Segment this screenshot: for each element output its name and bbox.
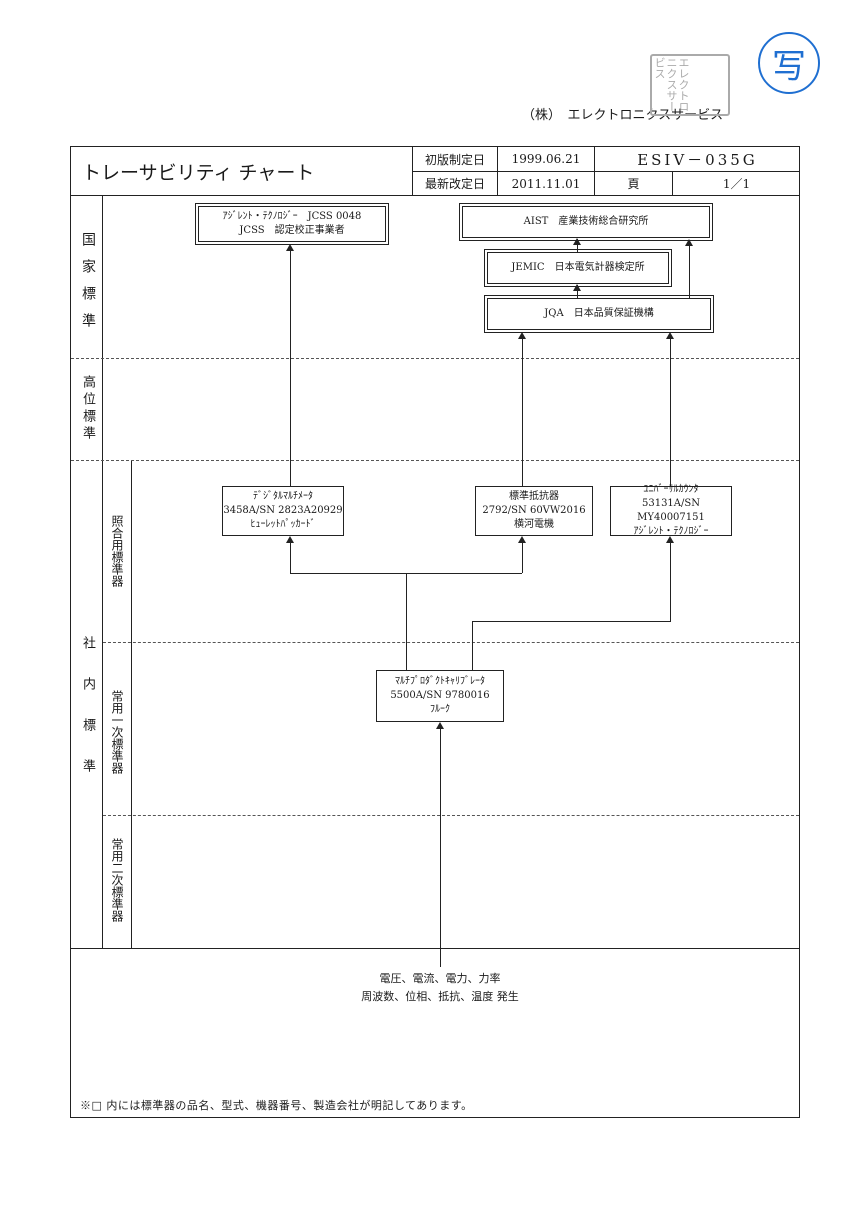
separator-bottom-area (71, 948, 800, 949)
box-jqa: JQA 日本品質保証機構 (487, 298, 711, 330)
resistor-line1: 標準抵抗器 (509, 491, 559, 502)
separator-national-higher (71, 358, 799, 359)
header-divider (70, 195, 800, 196)
arrow-dmm (286, 536, 294, 543)
label-secondary-standard: 常用二次標準器 (110, 838, 124, 922)
page-number: 1／1 (722, 177, 751, 191)
company-seal: エレクトロニクスサービス (650, 54, 730, 116)
header-row-split (412, 171, 800, 172)
box-digital-multimeter: ﾃﾞｼﾞﾀﾙﾏﾙﾁﾒｰﾀ 3458A/SN 2823A20929 ﾋｭｰﾚｯﾄﾊ… (222, 486, 344, 536)
arrow-resistor (518, 536, 526, 543)
calibrator-line1: ﾏﾙﾁﾌﾟﾛﾀﾞｸﾄｷｬﾘﾌﾞﾚｰﾀ (395, 676, 485, 687)
counter-line1: ﾕﾆﾊﾞｰｻﾙｶｳﾝﾀ (643, 484, 699, 495)
copy-stamp: 写 (758, 32, 820, 94)
aist-line1: AIST 産業技術総合研究所 (523, 216, 649, 227)
arrow-aist-from-jemic (573, 238, 581, 245)
agilent-jcss-line2: JCSS 認定校正事業者 (239, 225, 345, 236)
connector-resistor-jqa (522, 337, 523, 486)
copy-stamp-text: 写 (772, 46, 806, 87)
connector-calibrator-branch (406, 573, 407, 670)
dmm-line3: ﾋｭｰﾚｯﾄﾊﾟｯｶｰﾄﾞ (250, 519, 316, 530)
footnote: ※□ 内には標準器の品名、型式、機器番号、製造会社が明記してあります。 (80, 1099, 473, 1112)
arrow-counter (666, 536, 674, 543)
arrow-jemic-from-jqa (573, 284, 581, 291)
sublabel-col-divider (131, 460, 132, 948)
jqa-line1: JQA 日本品質保証機構 (544, 308, 654, 319)
separator-primary-secondary (103, 815, 799, 816)
arrow-calibrator (436, 722, 444, 729)
connector-jemic-aist (577, 239, 578, 252)
connector-to-resistor (522, 541, 523, 573)
seal-text: エレクトロニクスサービス (653, 57, 690, 112)
connector-calibrator-counter-up (472, 621, 473, 670)
output-functions-line1: 電圧、電流、電力、力率 (379, 972, 501, 985)
connector-branch-horizontal (290, 573, 522, 574)
connector-jqa-aist (689, 240, 690, 298)
dmm-line1: ﾃﾞｼﾞﾀﾙﾏﾙﾁﾒｰﾀ (253, 491, 313, 502)
resistor-line2: 2792/SN 60VW2016 (482, 505, 586, 516)
first-issue-label: 初版制定日 (424, 152, 485, 167)
connector-to-dmm (290, 541, 291, 573)
label-in-house-standard: 社内標準 (80, 636, 95, 800)
connector-output-calibrator (440, 727, 441, 967)
arrow-jqa-from-counter (666, 332, 674, 339)
resistor-line3: 横河電機 (514, 519, 554, 530)
connector-counter-jqa (670, 337, 671, 486)
separator-reference-primary (103, 642, 799, 643)
box-universal-counter: ﾕﾆﾊﾞｰｻﾙｶｳﾝﾀ 53131A/SN MY40007151 ｱｼﾞﾚﾝﾄ・… (610, 484, 732, 537)
document-number: ESIV－035G (637, 150, 758, 169)
document-frame (70, 146, 800, 1118)
connector-jqa-jemic (577, 285, 578, 298)
arrow-aist-from-jqa (685, 239, 693, 246)
company-name: （株） エレクトロニクスサービス (522, 108, 724, 123)
agilent-jcss-line1: ｱｼﾞﾚﾝﾄ・ﾃｸﾉﾛｼﾞｰ JCSS 0048 (222, 211, 362, 222)
connector-to-counter (670, 541, 671, 621)
box-multi-product-calibrator: ﾏﾙﾁﾌﾟﾛﾀﾞｸﾄｷｬﾘﾌﾞﾚｰﾀ 5500A/SN 9780016 ﾌﾙｰｸ (376, 670, 504, 722)
calibrator-line3: ﾌﾙｰｸ (430, 704, 450, 715)
label-higher-standard: 高位標準 (80, 375, 95, 443)
label-national-standard: 国家標準 (80, 232, 96, 340)
dmm-line2: 3458A/SN 2823A20929 (223, 505, 343, 516)
box-standard-resistor: 標準抵抗器 2792/SN 60VW2016 横河電機 (475, 486, 593, 536)
header-col-4 (672, 171, 673, 195)
box-aist: AIST 産業技術総合研究所 (462, 206, 710, 238)
chart-title: トレーサビリティ チャート (82, 161, 315, 184)
label-col-divider (102, 196, 103, 948)
label-primary-standard: 常用一次標準器 (110, 690, 124, 774)
arrow-agilent-from-dmm (286, 244, 294, 251)
first-issue-date: 1999.06.21 (511, 152, 581, 166)
box-jemic: JEMIC 日本電気計器検定所 (487, 252, 669, 284)
connector-calibrator-counter-h (472, 621, 671, 622)
revision-label: 最新改定日 (424, 177, 485, 191)
revision-date: 2011.11.01 (511, 176, 581, 191)
counter-line2: 53131A/SN MY40007151 (637, 498, 705, 523)
jemic-line1: JEMIC 日本電気計器検定所 (511, 262, 645, 273)
page-label: 頁 (627, 177, 640, 191)
counter-line3: ｱｼﾞﾚﾝﾄ・ﾃｸﾉﾛｼﾞｰ (633, 526, 709, 537)
arrow-jqa-from-resistor (518, 332, 526, 339)
output-functions-line2: 周波数、位相、抵抗、温度 発生 (361, 990, 519, 1003)
box-agilent-jcss: ｱｼﾞﾚﾝﾄ・ﾃｸﾉﾛｼﾞｰ JCSS 0048 JCSS 認定校正事業者 (198, 206, 386, 242)
connector-dmm-agilent (290, 249, 291, 486)
separator-higher-inhouse (71, 460, 799, 461)
label-reference-standard: 照合用標準器 (110, 515, 124, 587)
calibrator-line2: 5500A/SN 9780016 (390, 690, 490, 701)
